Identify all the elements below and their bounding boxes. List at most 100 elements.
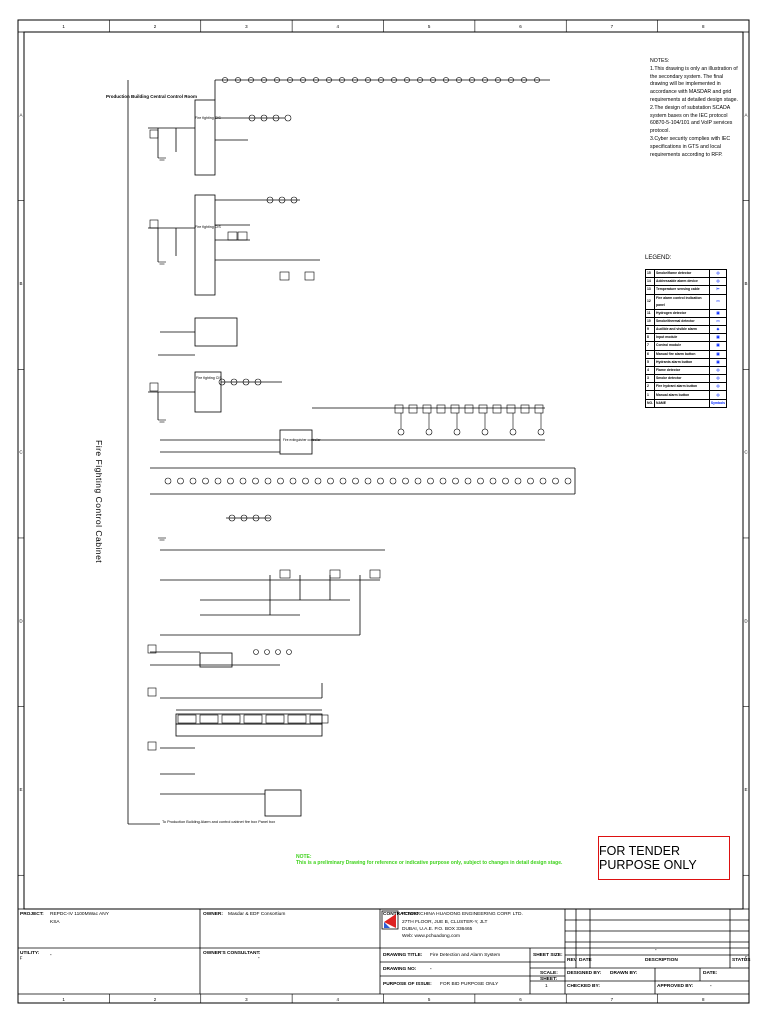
bus-label: To Production Building Alarm and control… — [162, 820, 276, 824]
sheet-label: SHEET: — [540, 977, 558, 982]
legend-symbol: ◎ — [708, 365, 728, 376]
legend-title: LEGEND: — [645, 255, 672, 261]
module-symbol — [369, 569, 381, 579]
col-mark: 2 — [154, 997, 157, 1002]
top-header: Production Building Central Control Room — [106, 94, 197, 99]
legend-symbol: ◎ — [708, 374, 728, 384]
module-symbol — [520, 404, 530, 414]
detector-symbol — [248, 114, 256, 122]
note-heading: NOTE: — [296, 854, 312, 860]
legend-no: NO. — [644, 398, 656, 408]
detector-symbol — [239, 477, 247, 485]
detector-symbol — [277, 477, 284, 485]
detector-symbol — [314, 477, 322, 485]
purpose-label: PURPOSE OF ISSUE: — [383, 982, 432, 987]
col-mark: 7 — [611, 24, 614, 29]
row-mark: A — [19, 112, 22, 117]
detector-symbol — [254, 378, 262, 386]
col-mark: 8 — [702, 24, 705, 29]
module-symbol — [304, 271, 315, 281]
detector-symbol — [164, 477, 172, 485]
module-symbol — [408, 404, 418, 414]
detector-symbol — [266, 196, 274, 204]
detector-symbol — [508, 77, 514, 83]
panel-label-3: Fire fighting CIS — [196, 376, 222, 380]
col-mark: 6 — [519, 997, 522, 1002]
legend-name: Manual fire alarm button — [654, 349, 710, 359]
note-2: 2.The design of substation SCADA system … — [650, 104, 733, 135]
legend-no: 6 — [644, 349, 656, 359]
utility-label: UTILITY: — [20, 951, 40, 956]
detector-symbol — [443, 77, 449, 83]
module-symbol — [243, 714, 263, 724]
checked-label: CHECKED BY: — [567, 984, 600, 989]
legend-symbol: ◎ — [708, 382, 728, 392]
legend-symbol: ▣ — [708, 341, 728, 351]
detector-symbol — [290, 196, 298, 204]
detector-symbol — [402, 477, 409, 485]
module-symbol — [534, 404, 544, 414]
module-symbol — [478, 404, 488, 414]
detector-symbol — [278, 196, 286, 204]
cabinet-vertical-label: Fire Fighting Control Cabinet — [94, 440, 104, 564]
terminal-symbol — [147, 644, 157, 654]
detector-symbol — [252, 477, 259, 485]
col-mark: 1 — [62, 24, 65, 29]
row-mark: F — [20, 956, 23, 961]
detector-symbol — [514, 477, 522, 485]
module-symbol — [436, 404, 446, 414]
detector-symbol — [300, 77, 306, 83]
legend-name: Fire alarm control indication panel — [654, 293, 710, 310]
legend-name: Smoke detector — [654, 374, 710, 384]
detector-symbol — [202, 477, 209, 485]
detector-symbol — [495, 77, 501, 83]
detector-symbol — [456, 77, 462, 83]
device-symbols — [147, 77, 572, 751]
legend-no: 3 — [644, 374, 656, 384]
row-mark: B — [19, 281, 22, 286]
row-mark: A — [744, 112, 747, 117]
detector-symbol — [539, 477, 547, 485]
module-symbol — [394, 404, 404, 414]
detector-symbol — [248, 77, 254, 83]
scale-label: SCALE: — [540, 971, 558, 976]
legend-name: Input module — [654, 333, 710, 343]
tender-stamp: FOR TENDER PURPOSE ONLY — [598, 836, 730, 880]
legend-name: Hydrants alarm button — [654, 357, 710, 367]
date-label: DATE — [579, 958, 592, 963]
col-mark: 4 — [337, 24, 340, 29]
detector-symbol — [327, 477, 334, 485]
sheet-size-label: SHEET SIZE: — [533, 953, 563, 958]
detector-symbol — [230, 378, 238, 386]
note-3: 3.Cyber security complies with IEC speci… — [650, 135, 731, 158]
detector-symbol — [228, 514, 236, 522]
detector-symbol — [477, 477, 484, 485]
row-mark: F — [745, 956, 748, 961]
notes-title: NOTES: — [650, 58, 670, 64]
note-1: 1.This drawing is only an illustration o… — [650, 65, 738, 103]
legend-name: Flame detector — [654, 365, 710, 376]
sheet-value: 1 — [545, 984, 548, 989]
detector-symbol — [453, 428, 461, 436]
legend-no: 12 — [644, 293, 656, 310]
legend-symbol: Symbols — [708, 398, 728, 408]
detector-symbol — [260, 114, 268, 122]
detector-symbol — [427, 477, 434, 485]
detector-symbol — [527, 477, 534, 485]
detector-symbol — [339, 77, 345, 83]
terminal-symbol — [147, 741, 157, 751]
description-dash: - — [655, 948, 657, 953]
detector-symbol — [389, 477, 397, 485]
detector-symbol — [240, 514, 248, 522]
title-block — [18, 908, 749, 994]
legend-symbol: ⊢ — [708, 285, 728, 295]
status-label: STATUS — [732, 958, 751, 963]
detector-symbol — [218, 378, 226, 386]
date2-label: DATE: — [703, 971, 718, 976]
legend-no: 14 — [644, 277, 656, 287]
module-symbol — [506, 404, 516, 414]
